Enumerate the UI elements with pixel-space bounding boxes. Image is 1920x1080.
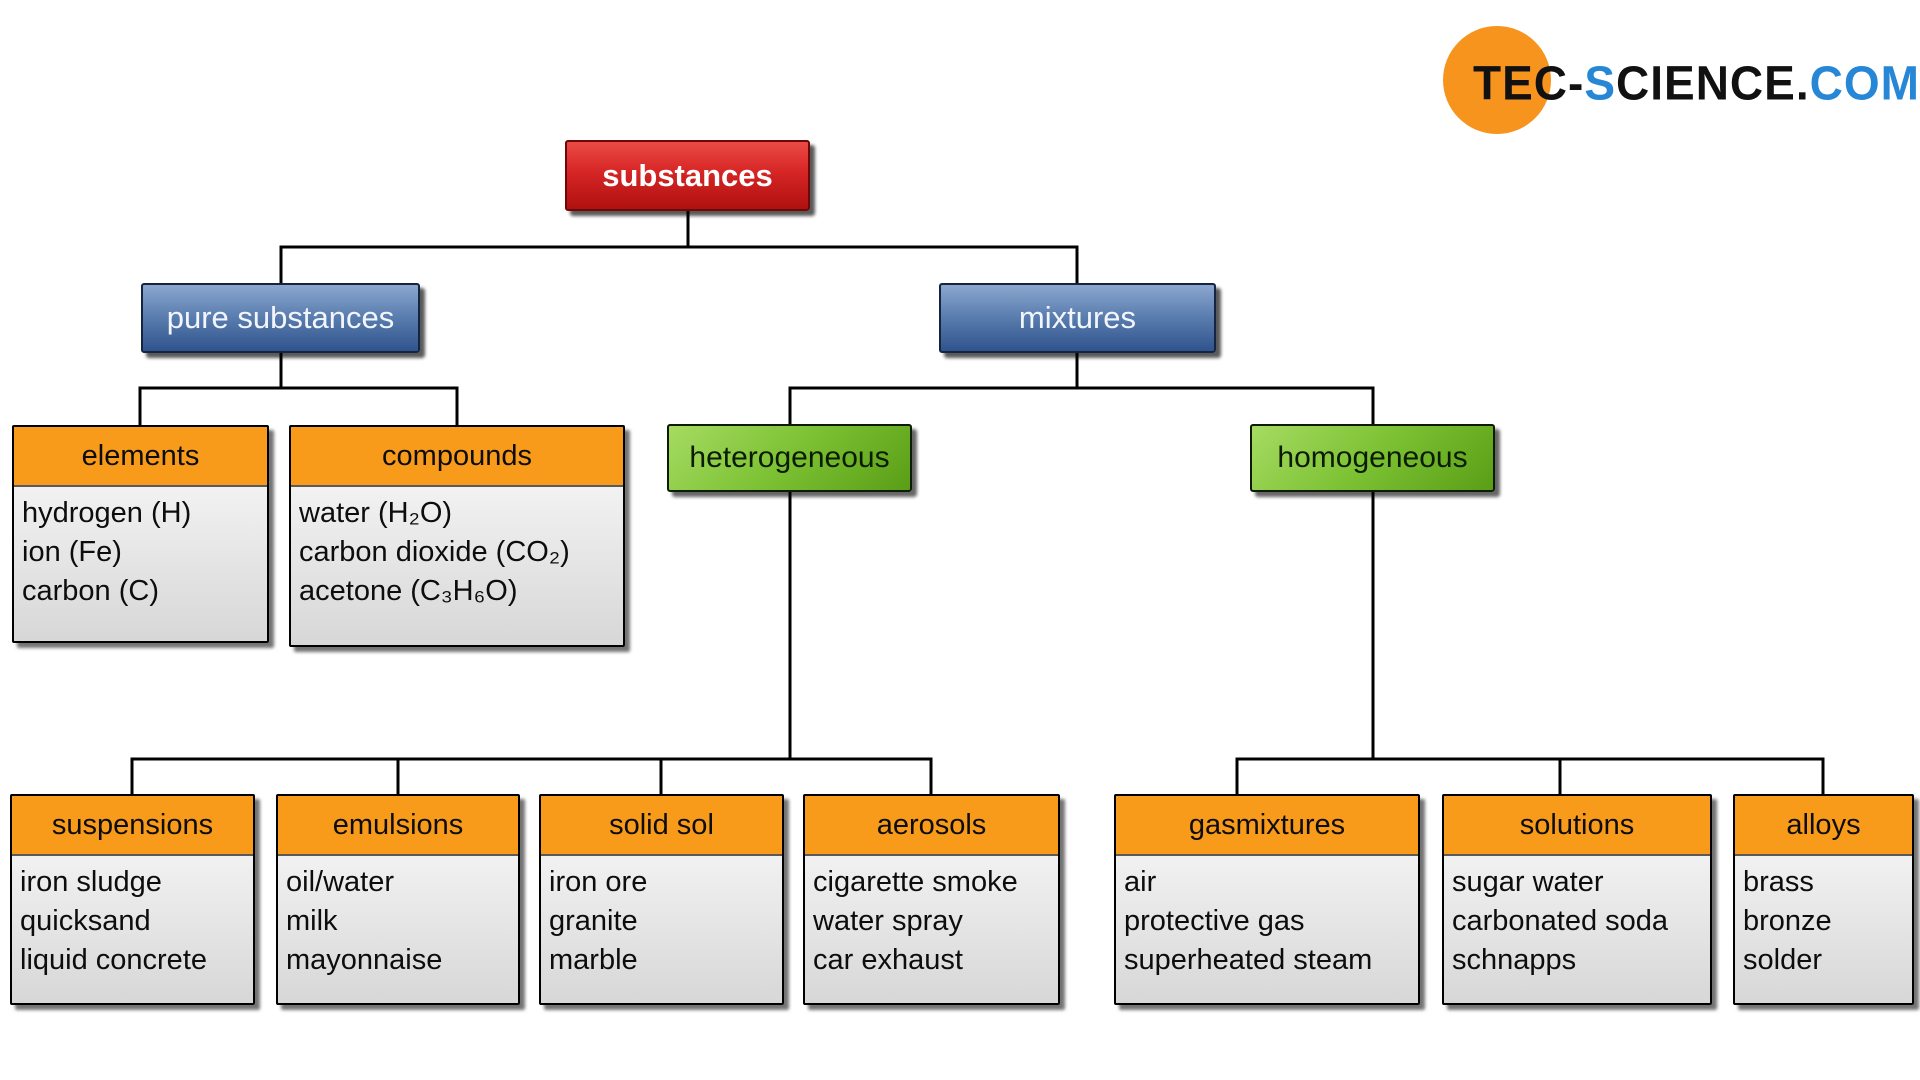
node-compounds-title: compounds [291,427,623,487]
list-item: marble [549,944,638,976]
node-alloys-items: brass bronze solder [1735,856,1912,980]
node-elements-title: elements [14,427,267,487]
node-substances: substances [565,140,810,211]
list-item: brass [1743,866,1814,898]
list-item: bronze [1743,905,1832,937]
connector-pure-to-children [138,353,459,425]
list-item: quicksand [20,905,151,937]
logo-text-segment: S [1584,55,1617,111]
logo-text-segment: CIENCE [1616,55,1796,111]
node-solutions: solutions sugar water carbonated soda schn… [1442,794,1712,1005]
list-item: air [1124,866,1157,898]
node-aerosols: aerosols cigarette smoke water spray car e… [803,794,1060,1005]
node-heterogeneous: heterogeneous [667,424,912,492]
list-item: cigarette smoke [813,866,1018,898]
list-item: milk [286,905,338,937]
list-item: hydrogen (H) [22,497,192,529]
logo-text-segment: COM [1809,55,1920,111]
logo-text: TEC-SCIENCE.COM [1473,55,1920,111]
list-item: schnapps [1452,944,1577,976]
node-homogeneous: homogeneous [1250,424,1495,492]
list-item: carbon dioxide (CO₂) [299,536,570,568]
list-item: carbon (C) [22,575,159,607]
logo-circle-icon [1443,26,1551,134]
logo-text-segment: TEC- [1473,55,1585,111]
list-item: ion (Fe) [22,536,122,568]
logo-tec-science: TEC-SCIENCE.COM [1443,24,1919,136]
connector-homogeneous-to-children [1235,492,1825,794]
list-item: water (H₂O) [299,497,453,529]
node-alloys: alloys brass bronze solder [1733,794,1914,1005]
node-emulsions-title: emulsions [278,796,518,856]
list-item: superheated steam [1124,944,1373,976]
list-item: granite [549,905,638,937]
node-aerosols-title: aerosols [805,796,1058,856]
list-item: carbonated soda [1452,905,1669,937]
node-solutions-title: solutions [1444,796,1710,856]
node-gasmixtures-items: air protective gas superheated steam [1116,856,1418,980]
list-item: iron ore [549,866,648,898]
node-suspensions: suspensions iron sludge quicksand liquid c… [10,794,255,1005]
logo-text-segment: . [1795,55,1810,111]
node-solid-sol: solid sol iron ore granite marble [539,794,784,1005]
node-emulsions: emulsions oil/water milk mayonnaise [276,794,520,1005]
node-compounds: compounds water (H₂O) carbon dioxide (CO₂… [289,425,625,647]
list-item: iron sludge [20,866,162,898]
connector-mixtures-to-children [788,353,1375,424]
list-item: solder [1743,944,1822,976]
list-item: mayonnaise [286,944,443,976]
list-item: water spray [813,905,963,937]
node-solid-sol-title: solid sol [541,796,782,856]
node-suspensions-items: iron sludge quicksand liquid concrete [12,856,253,980]
node-solid-sol-items: iron ore granite marble [541,856,782,980]
list-item: protective gas [1124,905,1305,937]
list-item: sugar water [1452,866,1604,898]
node-alloys-title: alloys [1735,796,1912,856]
list-item: oil/water [286,866,394,898]
node-pure-substances: pure substances [141,283,420,353]
node-elements-items: hydrogen (H) ion (Fe) carbon (C) [14,487,267,611]
node-aerosols-items: cigarette smoke water spray car exhaust [805,856,1058,980]
node-compounds-items: water (H₂O) carbon dioxide (CO₂) acetone (… [291,487,623,611]
list-item: car exhaust [813,944,963,976]
node-solutions-items: sugar water carbonated soda schnapps [1444,856,1710,980]
list-item: liquid concrete [20,944,207,976]
node-elements: elements hydrogen (H) ion (Fe) carbon (C) [12,425,269,643]
connector-heterogeneous-to-children [130,492,933,794]
node-emulsions-items: oil/water milk mayonnaise [278,856,518,980]
node-mixtures: mixtures [939,283,1216,353]
node-suspensions-title: suspensions [12,796,253,856]
connector-root-to-level1 [279,211,1079,283]
node-gasmixtures-title: gasmixtures [1116,796,1418,856]
node-gasmixtures: gasmixtures air protective gas superheated… [1114,794,1420,1005]
list-item: acetone (C₃H₆O) [299,575,518,607]
